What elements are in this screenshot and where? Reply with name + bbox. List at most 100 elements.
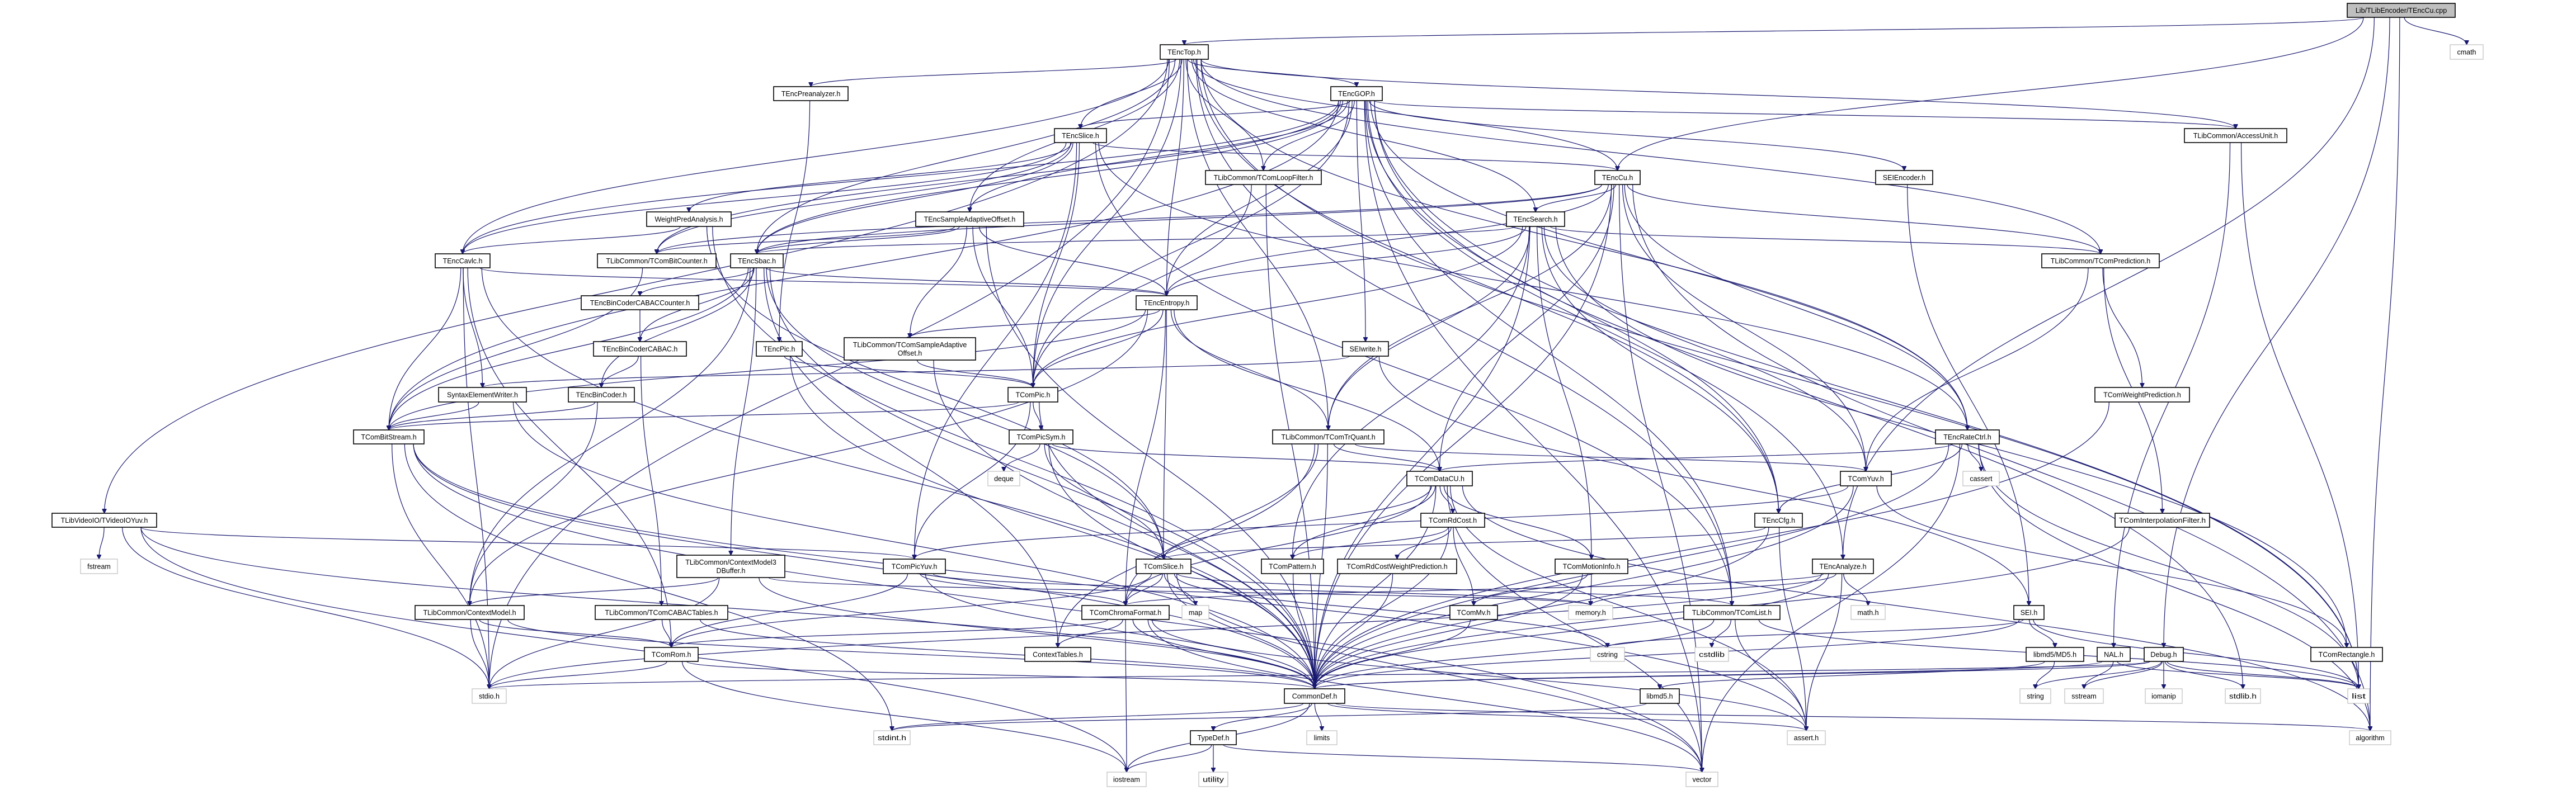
file-node-limits: limits bbox=[1306, 730, 1338, 745]
file-node-tencgop[interactable]: TEncGOP.h bbox=[1330, 86, 1383, 101]
node-box bbox=[1272, 429, 1384, 444]
file-node-tcomslice[interactable]: TComSlice.h bbox=[1136, 559, 1192, 574]
file-node-tenccfg[interactable]: TEncCfg.h bbox=[1754, 513, 1803, 528]
file-node-tcombitcounter[interactable]: TLibCommon/TComBitCounter.h bbox=[597, 253, 717, 268]
include-edge-tenctop-to-tcomloopfilter bbox=[1185, 59, 1263, 171]
include-edge-tencslice-to-tcompicyuv bbox=[915, 142, 1077, 559]
file-node-tcomchromaformat[interactable]: TComChromaFormat.h bbox=[1081, 605, 1170, 620]
include-edge-tcomweightprediction-to-commondef bbox=[1315, 401, 2109, 689]
node-box bbox=[1640, 688, 1680, 704]
node-box bbox=[2041, 253, 2160, 268]
include-edge-tcommotioninfo-to-commondef bbox=[1315, 573, 1583, 689]
file-node-tencbincoder[interactable]: TEncBinCoder.h bbox=[568, 387, 635, 403]
file-node-tcompattern[interactable]: TComPattern.h bbox=[1261, 559, 1324, 574]
include-edge-seiwrite-to-sei bbox=[1378, 356, 2029, 605]
file-node-tencpic[interactable]: TEncPic.h bbox=[756, 341, 803, 357]
file-node-tcomyuv[interactable]: TComYuv.h bbox=[1840, 471, 1892, 486]
file-node-tcombitstream[interactable]: TComBitStream.h bbox=[353, 429, 425, 444]
node-label: DBuffer.h bbox=[717, 567, 746, 575]
file-node-tcomcabactables[interactable]: TLibCommon/TComCABACTables.h bbox=[595, 605, 728, 620]
file-node-tcompicsym[interactable]: TComPicSym.h bbox=[1009, 429, 1073, 444]
file-node-fstream: fstream bbox=[80, 559, 118, 574]
node-label: map bbox=[1189, 609, 1202, 617]
file-node-tcomtrquant[interactable]: TLibCommon/TComTrQuant.h bbox=[1272, 429, 1384, 444]
include-edge-root-to-cmath bbox=[2404, 17, 2466, 45]
file-node-sei[interactable]: SEI.h bbox=[2013, 605, 2045, 620]
node-label: memory.h bbox=[1575, 609, 1606, 617]
file-node-tcommotioninfo[interactable]: TComMotionInfo.h bbox=[1555, 559, 1628, 574]
file-node-tencentropy[interactable]: TEncEntropy.h bbox=[1136, 295, 1198, 310]
node-box bbox=[1261, 559, 1324, 574]
file-node-accessunit[interactable]: TLibCommon/AccessUnit.h bbox=[2184, 128, 2287, 143]
file-node-tcomweightprediction[interactable]: TComWeightPrediction.h bbox=[2094, 387, 2190, 403]
file-node-tcomrdcost[interactable]: TComRdCost.h bbox=[1420, 513, 1485, 528]
file-node-tcomdatacu[interactable]: TComDataCU.h bbox=[1406, 471, 1473, 486]
file-node-tcompicyuv[interactable]: TComPicYuv.h bbox=[883, 559, 946, 574]
include-edge-syntaxelementwriter-to-commondef bbox=[512, 401, 1315, 689]
node-label: list bbox=[2352, 693, 2366, 701]
include-edge-tencanalyze-to-math bbox=[1843, 573, 1868, 605]
file-node-tencratectrl[interactable]: TEncRateCtrl.h bbox=[1935, 429, 2000, 444]
file-node-tcommv[interactable]: TComMv.h bbox=[1449, 605, 1498, 620]
file-node-tcomprediction[interactable]: TLibCommon/TComPrediction.h bbox=[2041, 253, 2160, 268]
file-node-typedef[interactable]: TypeDef.h bbox=[1190, 730, 1237, 745]
file-node-seiwrite[interactable]: SEIwrite.h bbox=[1342, 341, 1389, 357]
node-box bbox=[1190, 730, 1237, 745]
file-node-contexttables[interactable]: ContextTables.h bbox=[1024, 647, 1091, 662]
file-node-syntaxelementwriter[interactable]: SyntaxElementWriter.h bbox=[438, 387, 527, 403]
include-edge-tcomlist-to-commondef bbox=[1315, 619, 1715, 689]
file-node-tvideoioyuv[interactable]: TLibVideoIO/TVideoIOYuv.h bbox=[51, 513, 157, 528]
file-node-tcomrdcostweightprediction[interactable]: TComRdCostWeightPrediction.h bbox=[1337, 559, 1457, 574]
file-node-tcomrectangle[interactable]: TComRectangle.h bbox=[2310, 647, 2383, 662]
file-node-tencanalyze[interactable]: TEncAnalyze.h bbox=[1812, 559, 1874, 574]
node-label: cassert bbox=[1970, 475, 1993, 483]
file-node-tcompic[interactable]: TComPic.h bbox=[1007, 387, 1058, 403]
file-node-contextmodel[interactable]: TLibCommon/ContextModel.h bbox=[415, 605, 525, 620]
include-edge-tencslice-to-tenccu bbox=[1092, 142, 1618, 171]
file-node-tenctop[interactable]: TEncTop.h bbox=[1160, 44, 1209, 60]
file-node-weightpredanalysis[interactable]: WeightPredAnalysis.h bbox=[646, 211, 732, 227]
file-node-nal[interactable]: NAL.h bbox=[2097, 647, 2131, 662]
include-edge-tcomrdcost-to-tcomrdcostweightprediction bbox=[1397, 527, 1452, 559]
include-edge-accessunit-to-list bbox=[2240, 142, 2359, 689]
file-node-tencpreanalyzer[interactable]: TEncPreanalyzer.h bbox=[773, 86, 849, 101]
file-node-tencsbac[interactable]: TEncSbac.h bbox=[730, 253, 784, 268]
file-node-tcominterpolationfilter[interactable]: TComInterpolationFilter.h bbox=[2115, 513, 2210, 528]
file-node-commondef[interactable]: CommonDef.h bbox=[1284, 688, 1345, 704]
node-box bbox=[1284, 688, 1345, 704]
file-node-tcomloopfilter[interactable]: TLibCommon/TComLoopFilter.h bbox=[1205, 170, 1322, 185]
include-edge-tencsearch-to-tenccfg bbox=[1541, 226, 1778, 513]
file-node-tenccu[interactable]: TEncCu.h bbox=[1594, 170, 1641, 185]
root-file-node-root[interactable]: Lib/TLibEncoder/TEncCu.cpp bbox=[2347, 3, 2456, 18]
node-label: TEncRateCtrl.h bbox=[1943, 433, 1991, 441]
include-edge-tencratectrl-to-algorithm bbox=[1978, 443, 2370, 731]
file-node-tencsearch[interactable]: TEncSearch.h bbox=[1506, 211, 1565, 227]
include-edge-tcomrom-to-iostream bbox=[681, 661, 1127, 772]
node-label: TEncAnalyze.h bbox=[1819, 563, 1866, 571]
include-edge-tcombitstream-to-stdint bbox=[404, 443, 892, 731]
file-node-tencbincodercabaccounter[interactable]: TEncBinCoderCABACCounter.h bbox=[581, 295, 699, 310]
include-edge-tcommv-to-commondef bbox=[1315, 619, 1471, 689]
node-label: TLibCommon/ContextModel.h bbox=[423, 609, 516, 617]
file-node-tenccavlc[interactable]: TEncCavlc.h bbox=[435, 253, 491, 268]
include-edge-tcomchromaformat-to-iostream bbox=[1125, 619, 1127, 772]
node-box bbox=[581, 295, 699, 310]
file-node-md5[interactable]: libmd5/MD5.h bbox=[2026, 647, 2084, 662]
file-node-tencbincodercabac[interactable]: TEncBinCoderCABAC.h bbox=[593, 341, 687, 357]
file-node-tencsampleadaptiveoffset[interactable]: TEncSampleAdaptiveOffset.h bbox=[915, 211, 1024, 227]
file-node-seiencoder[interactable]: SEIEncoder.h bbox=[1875, 170, 1933, 185]
file-node-tcomrom[interactable]: TComRom.h bbox=[644, 647, 699, 662]
file-node-tcomlist[interactable]: TLibCommon/TComList.h bbox=[1683, 605, 1781, 620]
include-edge-tcomslice-to-commondef bbox=[1167, 573, 1315, 689]
include-edge-tencgop-to-vector bbox=[1364, 100, 1702, 772]
include-edge-typedef-to-vector bbox=[1223, 744, 1702, 772]
file-node-tencslice[interactable]: TEncSlice.h bbox=[1054, 128, 1107, 143]
file-node-debug[interactable]: Debug.h bbox=[2144, 647, 2184, 662]
file-node-libmd5[interactable]: libmd5.h bbox=[1640, 688, 1680, 704]
node-label: sstream bbox=[2071, 693, 2096, 701]
node-box bbox=[1024, 647, 1091, 662]
node-label: SEIEncoder.h bbox=[1883, 174, 1925, 182]
node-label: TEncBinCoderCABACCounter.h bbox=[590, 299, 690, 307]
